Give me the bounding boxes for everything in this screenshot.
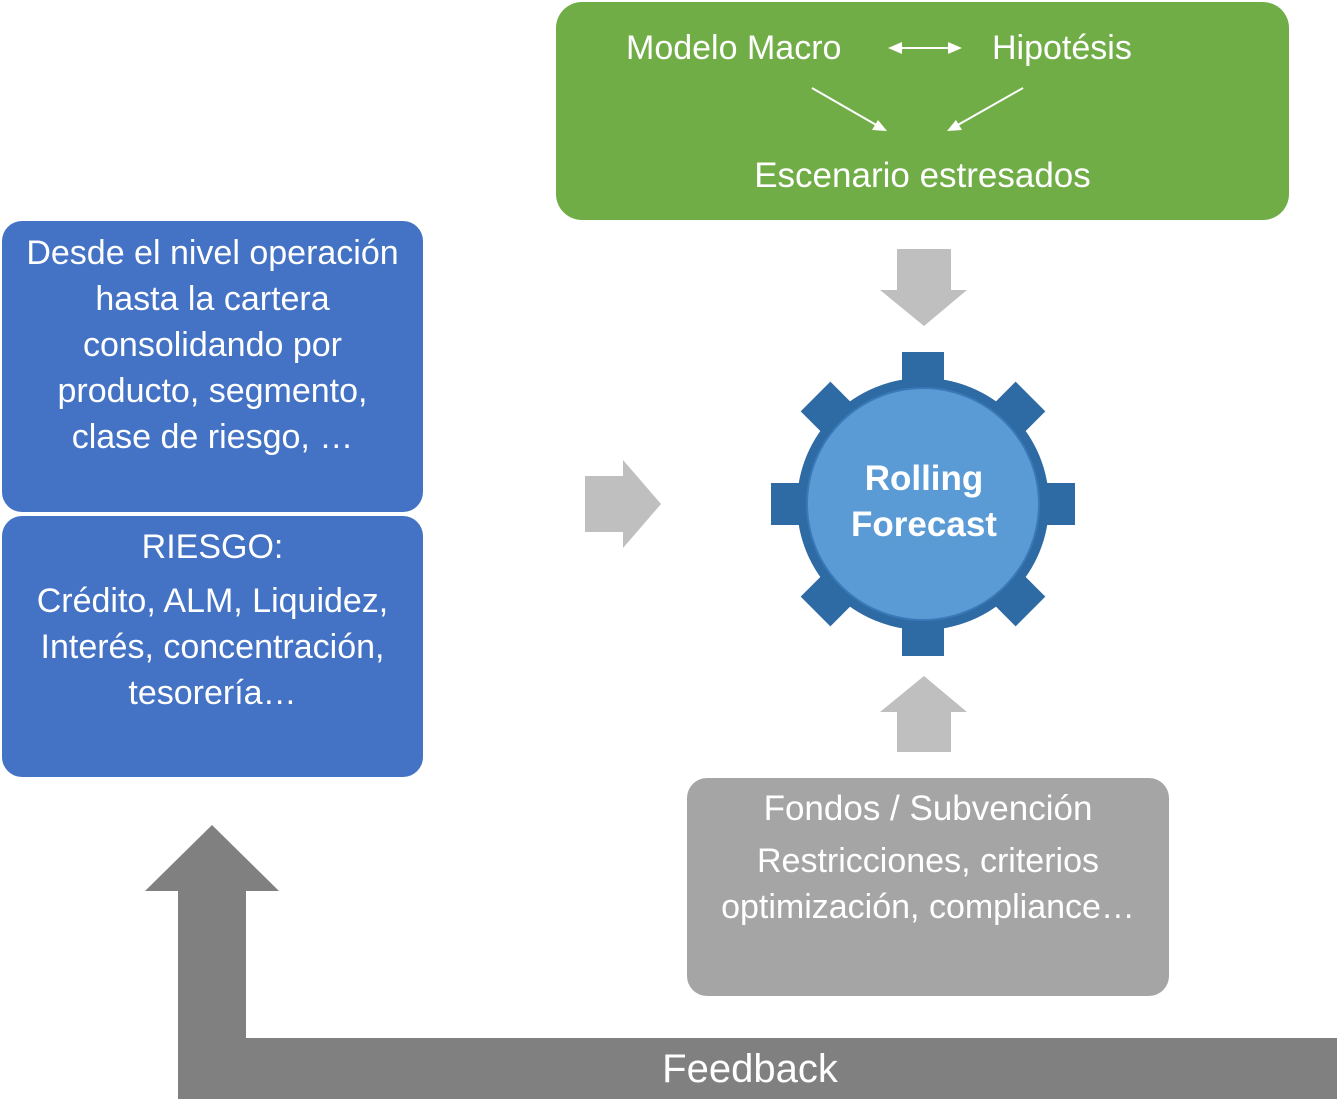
down-arrow-icon: [880, 249, 967, 326]
funding-constraints-text: Restricciones, criterios optimización, c…: [721, 842, 1135, 926]
stress-scenario-box: Modelo Macro Hipotésis Escenario estresa…: [556, 2, 1289, 220]
risk-title-colon: :: [273, 528, 284, 566]
stressed-scenarios-label: Escenario estresados: [754, 156, 1091, 195]
risk-title: RIESGO:: [2, 524, 423, 570]
funding-title: Fondos / Subvención: [763, 789, 1093, 828]
macro-model-label: Modelo Macro: [626, 29, 842, 67]
portfolio-level-box: Desde el nivel operación hasta la carter…: [2, 221, 423, 512]
rolling-forecast-line2: Forecast: [851, 505, 997, 544]
arrow-hypothesis-to-scenario-icon: [955, 87, 1024, 127]
risk-box: RIESGO: Crédito, ALM, Liquidez, Interés,…: [2, 516, 423, 777]
gear-icon: [771, 352, 1075, 656]
right-arrow-icon: [585, 460, 661, 548]
rolling-forecast-line1: Rolling: [864, 459, 984, 498]
arrow-macro-to-scenario-icon: [811, 87, 879, 127]
scenario-arrows: [811, 42, 1024, 131]
feedback-arrow: [145, 825, 1337, 1099]
risk-types-text: Crédito, ALM, Liquidez, Interés, concent…: [36, 582, 389, 712]
feedback-label: Feedback: [662, 1047, 838, 1091]
risk-title-text: RIESGO: [141, 528, 274, 566]
funding-box: Fondos / Subvención Restricciones, crite…: [687, 778, 1169, 996]
up-arrow-icon: [880, 676, 967, 752]
portfolio-level-text: Desde el nivel operación hasta la carter…: [26, 234, 399, 456]
rolling-forecast-label: Rolling Forecast: [800, 456, 1048, 548]
hypothesis-label: Hipotésis: [992, 29, 1132, 67]
